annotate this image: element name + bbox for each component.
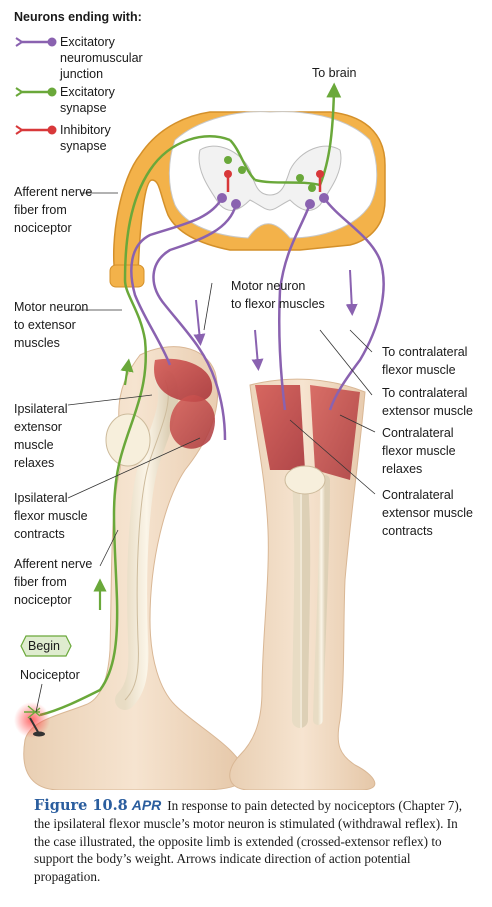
label-afferent-bottom: Afferent nerve fiber from nociceptor [14,557,93,607]
label-motor-flexor: Motor neuron to flexor muscles [231,279,325,311]
spinal-cord [109,111,386,288]
begin-badge [20,635,72,657]
figure-number: Figure 10.8 [34,797,128,814]
label-contra-extensor-contracts: Contralateral extensor muscle contracts [382,488,474,538]
ipsilateral-leg [23,346,246,790]
label-nociceptor: Nociceptor [20,668,80,682]
reflex-diagram [14,82,386,790]
label-motor-extensor: Motor neuron to extensor muscles [14,300,89,350]
green-neuron-ending-icon [15,87,57,97]
leader-lines [35,192,376,713]
nociceptor-tack [14,702,50,738]
purple-neuron-ending-icon [15,37,57,47]
label-afferent-top: Afferent nerve fiber from nociceptor [14,185,93,235]
apr-badge: APR [131,797,162,813]
legend-label: Inhibitory synapse [60,123,111,153]
label-contra-flexor-relaxes: Contralateral flexor muscle relaxes [382,426,456,476]
legend-label: Excitatory synapse [60,85,115,115]
label-contra-extensor-muscle: To contralateral extensor muscle [382,386,474,418]
label-ipsi-extensor: Ipsilateral extensor muscle relaxes [14,402,68,470]
caption-text: In response to pain detected by nocicept… [34,798,463,885]
legend-label: Excitatory neuromuscular junction [60,35,143,81]
label-begin: Begin [28,639,60,653]
label-to-brain: To brain [312,66,357,80]
red-neuron-ending-icon [15,125,57,135]
label-ipsi-flexor: Ipsilateral flexor muscle contracts [14,491,88,541]
neural-pathways [39,82,385,717]
label-contra-flexor-muscle: To contralateral flexor muscle [382,345,468,377]
contralateral-leg [229,378,376,790]
legend-title: Neurons ending with: [14,10,142,24]
